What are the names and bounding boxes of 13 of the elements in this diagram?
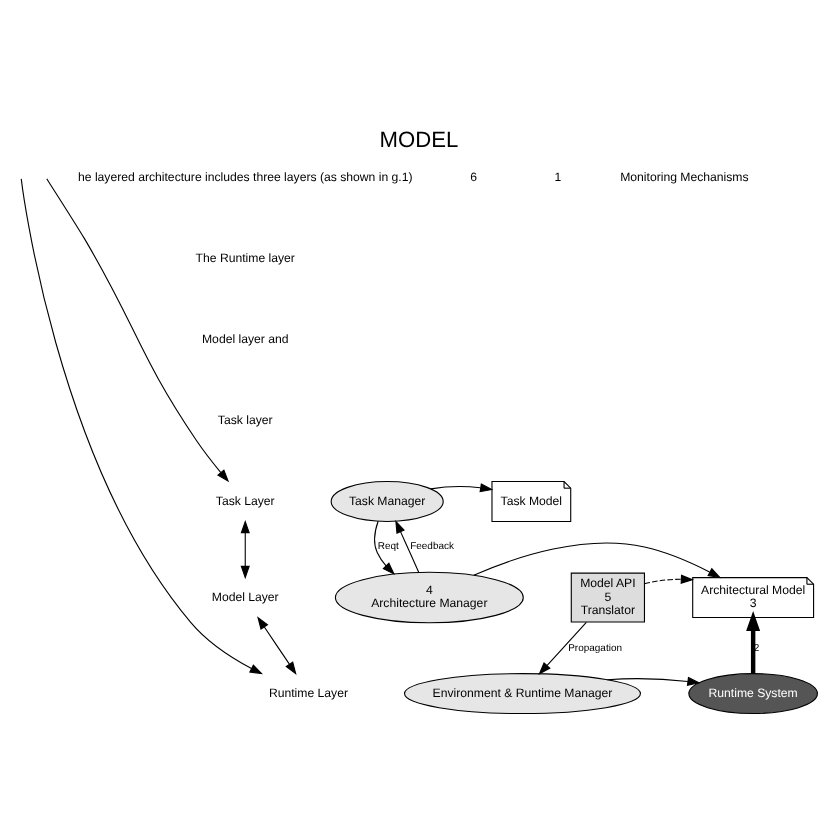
arrow (374, 519, 396, 575)
arrow (606, 675, 701, 686)
arrow (46, 177, 230, 482)
arrow (473, 541, 722, 578)
arrow (257, 615, 297, 674)
arrow (395, 519, 420, 572)
arrow (746, 609, 761, 673)
arrow (430, 482, 494, 492)
arrow (643, 573, 695, 584)
arrow (240, 518, 250, 579)
arrow (538, 620, 587, 675)
diagram-title: MODEL (379, 127, 459, 152)
arrow (20, 177, 263, 674)
